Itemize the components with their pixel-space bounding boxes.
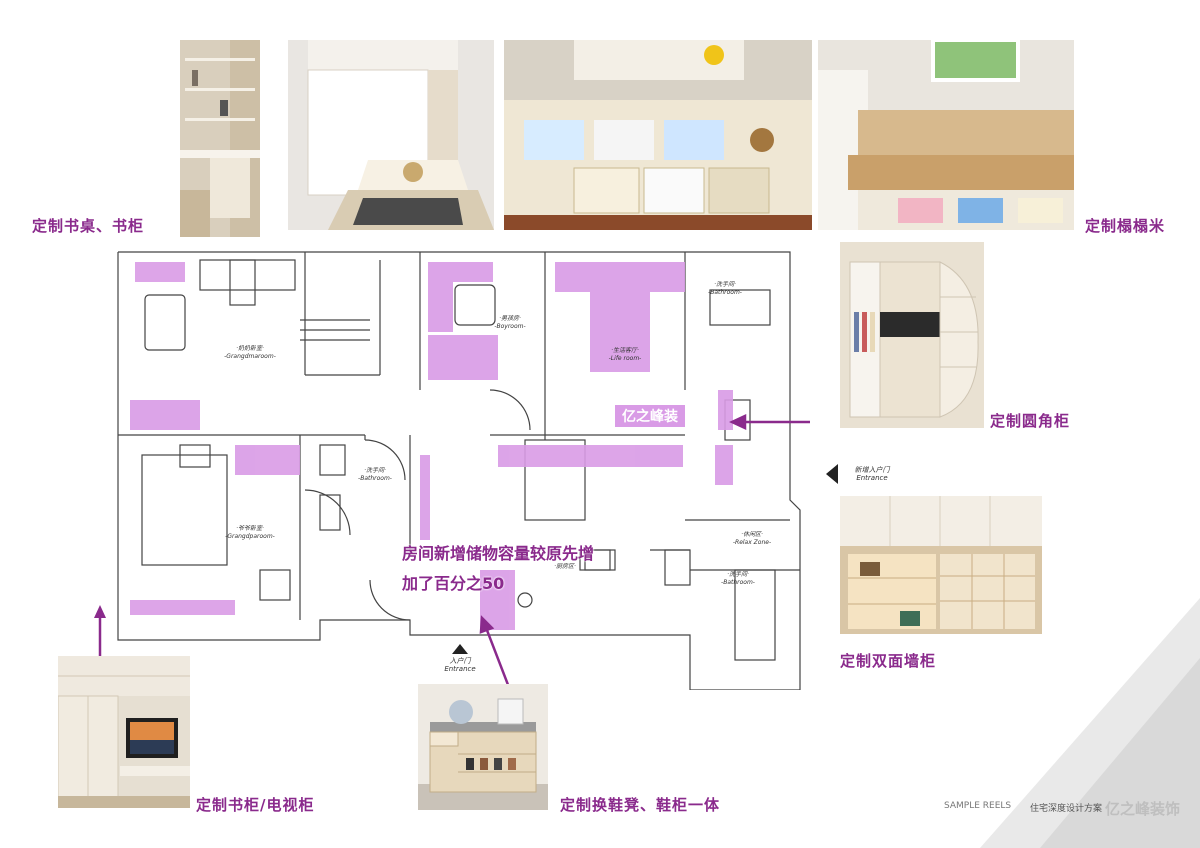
room-bathroom3-cn: ·洗手间· xyxy=(727,570,749,578)
room-boyroom-en: -Boyroom- xyxy=(494,323,525,330)
shoe-bench-photo xyxy=(418,684,548,810)
room-grandmaroom-cn: ·奶奶卧室· xyxy=(236,344,264,352)
side-entrance-en: Entrance xyxy=(856,474,888,482)
tatami-table-photo xyxy=(818,40,1074,230)
room-grandmaroom-en: -Grangdmaroom- xyxy=(224,353,276,360)
bottom-entrance-triangle-icon xyxy=(452,644,468,654)
bottom-entrance-label: 入户门 Entrance xyxy=(430,657,490,673)
corner-decoration xyxy=(980,598,1200,848)
tv-cabinet-label: 定制书柜/电视柜 xyxy=(196,796,315,814)
room-liferoom-cn: ·生活客厅· xyxy=(611,346,639,354)
double-cabinet-label: 定制双面墙柜 xyxy=(840,652,937,670)
tatami-bed-photo xyxy=(288,40,494,230)
tv-cabinet-photo xyxy=(58,656,190,808)
tatami-label: 定制榻榻米 xyxy=(1085,217,1166,235)
bottom-entrance-cn: 入户门 xyxy=(449,657,471,665)
footer-brand: 亿之峰装饰 xyxy=(1105,800,1181,818)
shoe-bench-label: 定制换鞋凳、鞋柜一体 xyxy=(560,796,721,814)
desk-bookcase-photo xyxy=(180,40,260,237)
corner-cabinet-label: 定制圆角柜 xyxy=(990,412,1071,430)
room-kitchen-cn: ·厨房区· xyxy=(554,562,576,570)
double-wall-cabinet-photo xyxy=(840,496,1042,634)
room-bathroom1-en: -Bathroom- xyxy=(708,289,742,296)
tatami-storage-photo xyxy=(504,40,812,230)
room-relax-cn: ·休闲区· xyxy=(741,531,763,538)
room-bathroom2-en: -Bathroom- xyxy=(358,475,392,482)
bottom-entrance-en: Entrance xyxy=(444,665,476,673)
side-entrance-triangle-icon xyxy=(826,464,838,484)
footer-reels: SAMPLE REELS xyxy=(944,801,1012,811)
corner-wardrobe-photo xyxy=(840,242,984,428)
room-bathroom3-en: -Bathroom- xyxy=(721,579,755,586)
room-relax-en: -Relax Zone- xyxy=(733,539,771,546)
side-entrance-label: 新增入户门 Entrance xyxy=(842,466,902,482)
room-bathroom1-cn: ·洗手间· xyxy=(714,280,736,288)
room-bathroom2-cn: ·洗手间· xyxy=(364,466,386,474)
side-entrance-cn: 新增入户门 xyxy=(854,466,890,474)
floor-plan: ·奶奶卧室· -Grangdmaroom- ·男孩房· -Boyroom- ·生… xyxy=(110,240,810,690)
footer-subtitle: 住宅深度设计方案 xyxy=(1030,804,1103,814)
storage-note-line2: 加了百分之50 xyxy=(402,574,505,593)
room-grandparoom-en: -Grangdparoom- xyxy=(225,533,275,540)
plan-watermark: 亿之峰装 xyxy=(622,408,679,425)
storage-note-line1: 房间新增储物容量较原先增 xyxy=(402,544,595,563)
room-liferoom-en: -Life room- xyxy=(609,355,642,362)
room-boyroom-cn: ·男孩房· xyxy=(499,314,521,322)
room-grandparoom-cn: ·爷爷卧室· xyxy=(236,524,264,532)
desk-bookcase-label: 定制书桌、书柜 xyxy=(32,217,145,235)
